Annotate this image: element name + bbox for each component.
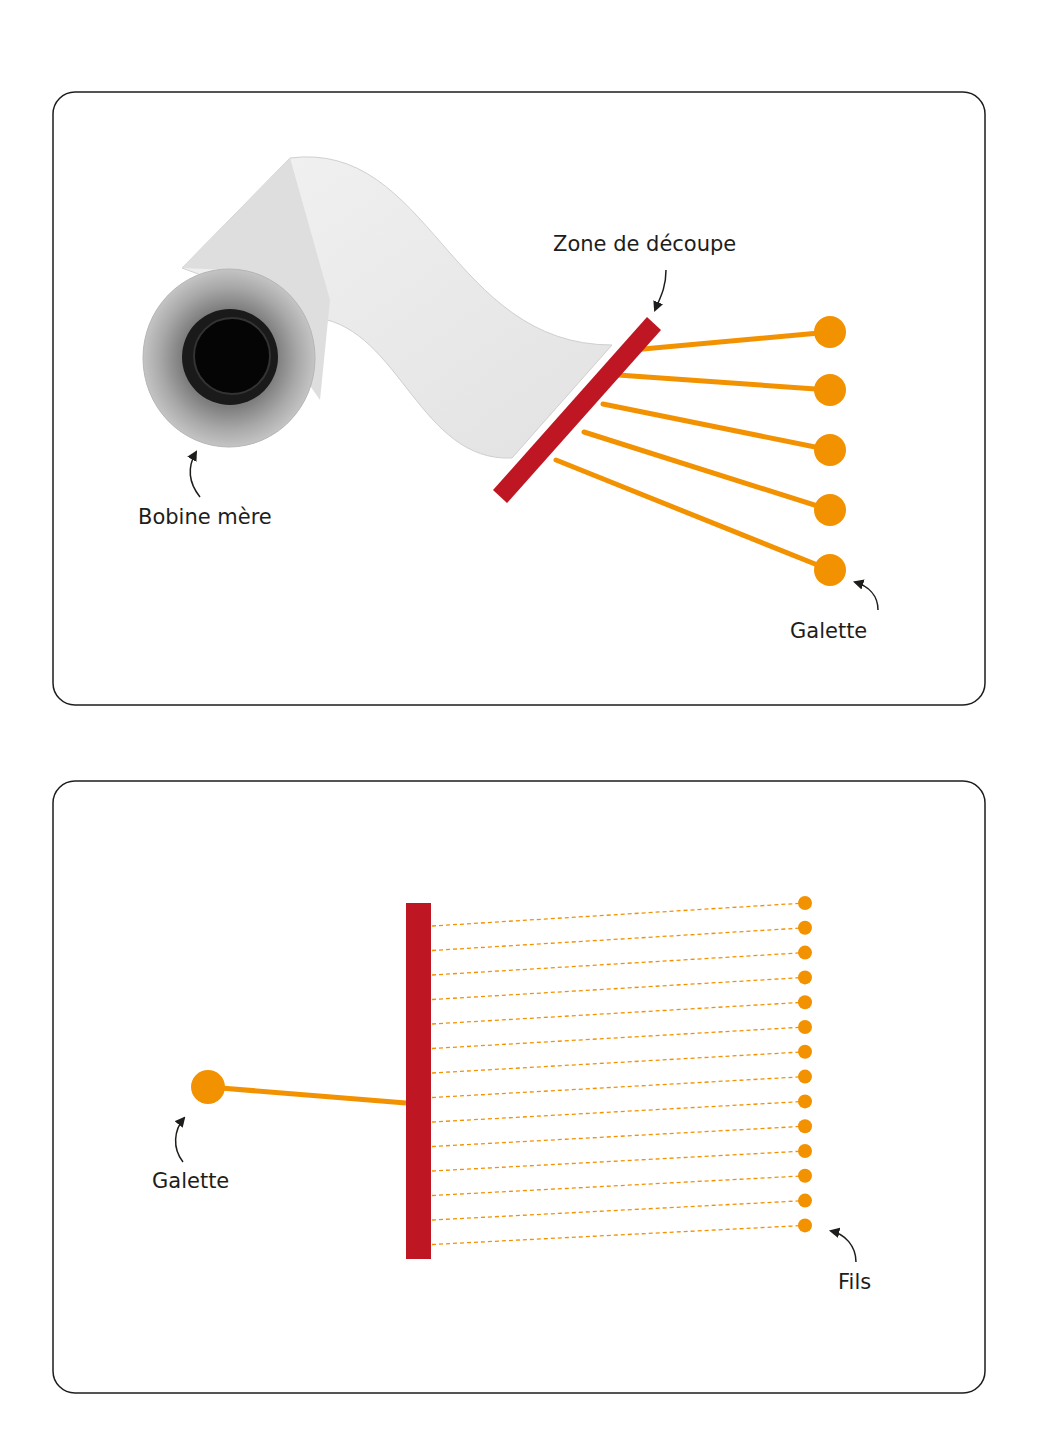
thread-line (432, 903, 805, 926)
callout-label: Bobine mère (138, 505, 272, 530)
threads (432, 896, 812, 1245)
leader-line (176, 1118, 184, 1162)
thread-end (798, 1070, 812, 1084)
callout-label: Zone de découpe (553, 232, 736, 257)
reels (814, 316, 846, 586)
leader-lines (176, 270, 878, 1262)
cutting-bar (493, 317, 661, 503)
thread-end (798, 1144, 812, 1158)
thread-line (432, 1151, 805, 1171)
leader-line (190, 452, 200, 497)
thread-end (798, 1045, 812, 1059)
strip (556, 460, 830, 570)
leader-line (855, 582, 878, 610)
thread-end (798, 995, 812, 1009)
thread-line (432, 953, 805, 975)
roll-core-hole (194, 318, 270, 394)
leader-line (655, 270, 666, 310)
strip-lines (556, 332, 830, 570)
thread-line (432, 1027, 805, 1049)
reel (814, 494, 846, 526)
parent-roll (143, 269, 315, 447)
thread-line (432, 1052, 805, 1073)
thread-end (798, 1119, 812, 1133)
reel (814, 554, 846, 586)
thread-line (432, 1201, 805, 1220)
thread-end (798, 1169, 812, 1183)
thread-line (432, 1002, 805, 1024)
thread-end (798, 946, 812, 960)
cutting-bar (406, 903, 431, 1259)
panel-frame (53, 92, 985, 705)
thread-end (798, 1094, 812, 1108)
reel (814, 434, 846, 466)
thread-line (432, 1077, 805, 1098)
thread-end (798, 1194, 812, 1208)
thread-line (432, 1126, 805, 1146)
roll-core (182, 309, 278, 405)
strip (632, 332, 830, 350)
strip (603, 404, 830, 450)
thread-end (798, 970, 812, 984)
thread-end (798, 1020, 812, 1034)
strip (208, 1087, 406, 1103)
panel-frame (53, 781, 985, 1393)
reel (191, 1070, 225, 1104)
callout-label: Galette (790, 619, 867, 644)
thread-line (432, 977, 805, 999)
callout-label: Fils (838, 1270, 871, 1295)
reel (814, 374, 846, 406)
thread-end (798, 921, 812, 935)
thread-end (798, 1218, 812, 1232)
thread-line (432, 1101, 805, 1122)
thread-end (798, 896, 812, 910)
thread-line (432, 928, 805, 951)
reel (814, 316, 846, 348)
strip (618, 375, 830, 390)
leader-line (831, 1231, 856, 1262)
thread-line (432, 1176, 805, 1196)
thread-line (432, 1225, 805, 1244)
callout-label: Galette (152, 1169, 229, 1194)
strip (584, 432, 830, 510)
